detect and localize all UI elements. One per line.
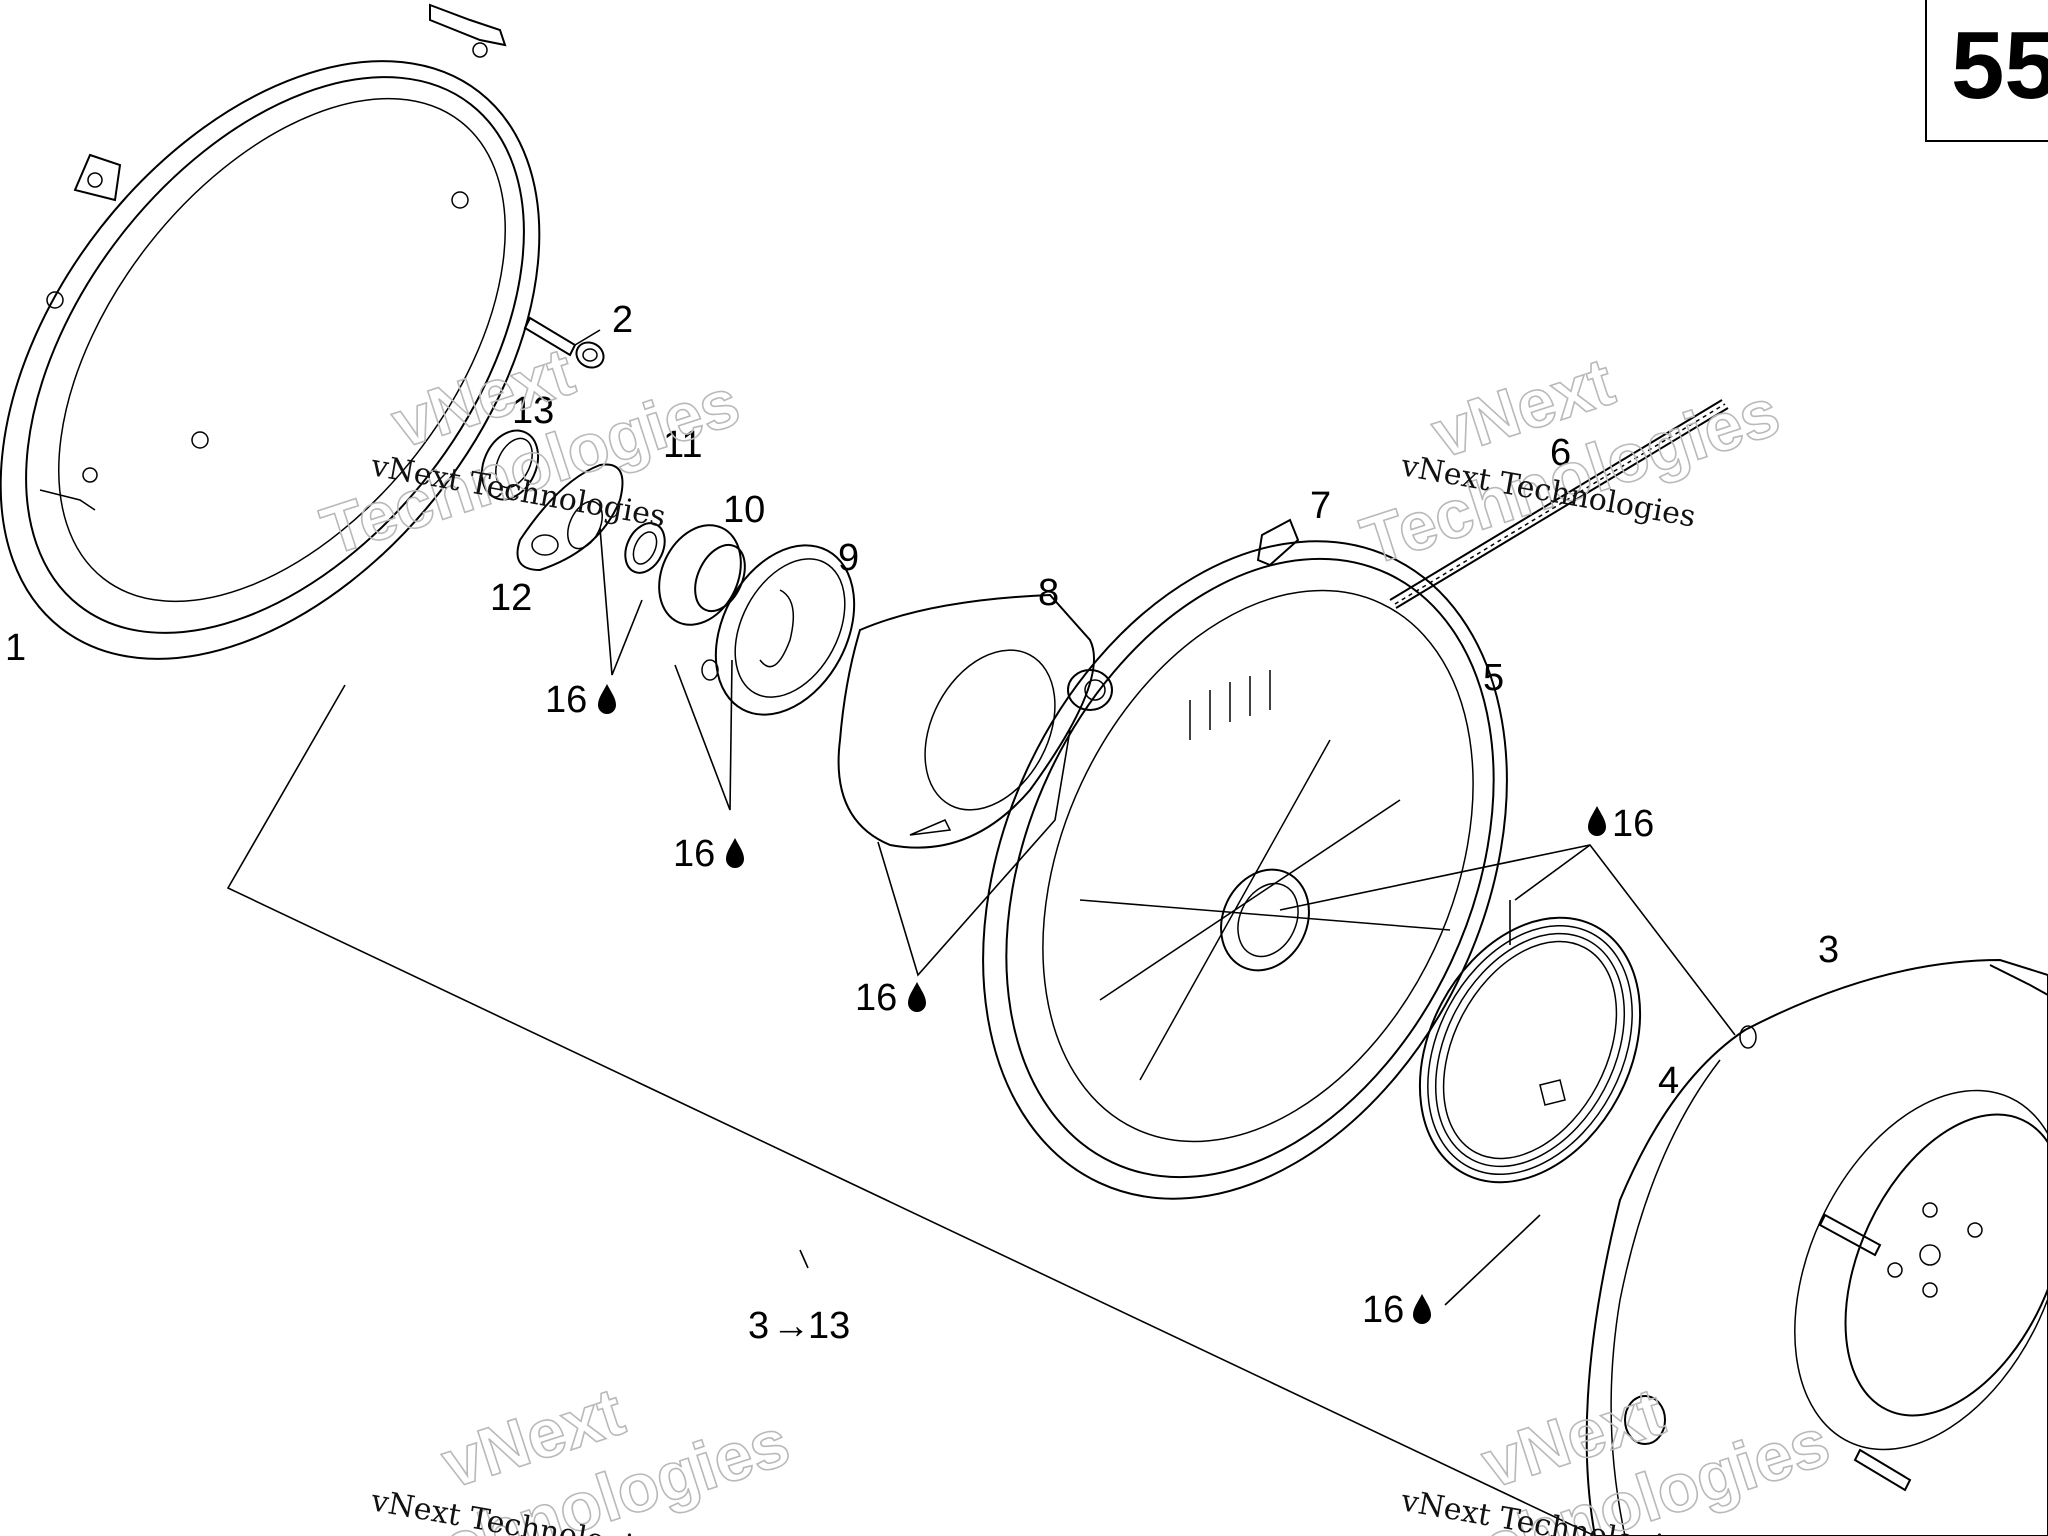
lube-note: 16 <box>1362 1289 1431 1331</box>
callout-13: 13 <box>512 390 554 432</box>
part-6-starter-rope[interactable] <box>1389 399 1729 609</box>
leader-lines <box>226 329 1736 1536</box>
lube-note-label: 16 <box>545 679 587 721</box>
lube-note: 16 <box>855 977 926 1019</box>
oil-drop-icon <box>1413 1294 1431 1324</box>
callout-11: 11 <box>663 424 702 466</box>
part-5-rope-pulley[interactable] <box>882 456 1609 1284</box>
callout-4: 4 <box>1658 1060 1679 1102</box>
part-10-bushing[interactable] <box>644 512 757 638</box>
callout-5: 5 <box>1483 657 1504 699</box>
arrow-right-icon: → <box>772 1305 810 1347</box>
lube-note-label: 16 <box>673 833 715 875</box>
oil-drop-icon <box>1588 806 1606 836</box>
part-9-pawl-spring[interactable] <box>688 521 882 738</box>
callout-9: 9 <box>838 537 859 579</box>
part-1-housing-ring[interactable] <box>0 0 649 760</box>
assembly-range-to: 13 <box>808 1305 850 1347</box>
callout-3: 3 <box>1818 929 1839 971</box>
lube-note: 16 <box>673 833 744 875</box>
part-2-bolt[interactable] <box>523 316 608 372</box>
part-12-plate[interactable] <box>516 463 624 572</box>
lube-note: 16 <box>545 679 616 721</box>
page-number: 55 <box>1951 12 2048 119</box>
part-8-cam[interactable] <box>837 593 1113 849</box>
oil-drop-icon <box>726 838 744 868</box>
lubrication-notes: 16 16 16 16 16 <box>545 679 1654 1331</box>
assembly-range-label: 3 → 13 <box>748 1305 850 1347</box>
assembly-range-from: 3 <box>748 1305 769 1347</box>
part-3-starter-housing[interactable] <box>1585 958 2048 1536</box>
callout-labels: 1 2 3 4 5 6 7 8 9 10 11 12 13 <box>5 299 1839 1102</box>
callout-1: 1 <box>5 627 26 669</box>
lube-note-label: 16 <box>1362 1289 1404 1331</box>
callout-12: 12 <box>490 577 532 619</box>
lube-note-label: 16 <box>1612 803 1654 845</box>
lube-note-label: 16 <box>855 977 897 1019</box>
part-7-pawl[interactable] <box>1256 518 1300 567</box>
oil-drop-icon <box>598 684 616 714</box>
callout-8: 8 <box>1038 572 1059 614</box>
callout-10: 10 <box>723 489 765 531</box>
callout-7: 7 <box>1310 485 1331 527</box>
part-11-washer[interactable] <box>618 517 673 579</box>
part-13-nut[interactable] <box>471 421 549 508</box>
page-number-badge: 55 <box>1925 0 2048 142</box>
part-4-recoil-spring[interactable] <box>1376 879 1684 1220</box>
callout-2: 2 <box>612 299 633 341</box>
oil-drop-icon <box>908 982 926 1012</box>
callout-6: 6 <box>1550 432 1571 474</box>
lube-note: 16 <box>1588 803 1654 845</box>
